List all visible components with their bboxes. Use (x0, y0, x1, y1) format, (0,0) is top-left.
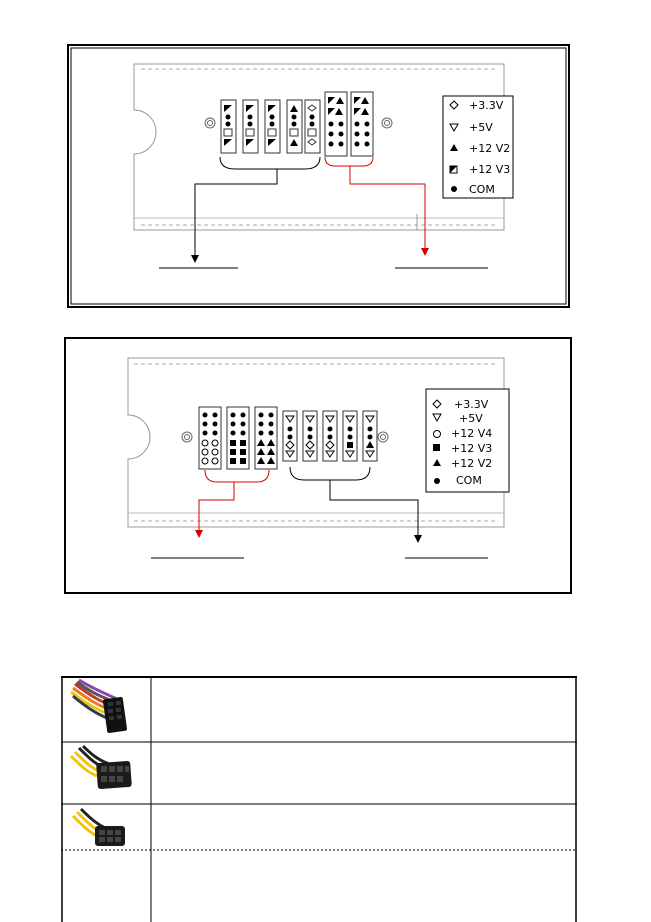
arrow-head-left (191, 255, 199, 263)
triangle-filled-icon (433, 459, 441, 466)
mount-hole-left-2 (181, 431, 193, 443)
panel-2-svg: +3.3V +5V +12 V4 +12 V3 +12 V2 COM (64, 337, 572, 594)
arrow-line-left (194, 169, 278, 257)
connector-8pin-2 (350, 91, 374, 157)
brace-left-group-2 (204, 469, 270, 483)
connector-single-1 (282, 410, 298, 462)
modular-panel-diagram-2: +3.3V +5V +12 V4 +12 V3 +12 V2 COM (64, 337, 572, 599)
brace-right-group (324, 156, 374, 167)
arrow-line-right-2 (329, 480, 419, 537)
circle-open-icon (433, 430, 441, 438)
eps-8pin-cable-icon (69, 744, 132, 789)
circle-filled-icon (451, 186, 457, 192)
atx-24pin-cable-icon (70, 678, 128, 733)
connector-single-3 (322, 410, 338, 462)
outer-frame-2 (64, 337, 572, 594)
legend-1-symbols (449, 100, 459, 192)
mount-hole-right (381, 117, 393, 129)
panel-outline-2 (127, 357, 505, 528)
legend-2-label-5: COM (456, 474, 482, 487)
mount-hole-left (204, 117, 216, 129)
pcie-6pin-cable-icon (71, 807, 125, 846)
triangle-open-down-icon (449, 123, 459, 133)
connector-table (61, 676, 577, 922)
connector-single-4 (342, 410, 358, 462)
inner-frame (70, 47, 567, 305)
legend-1-label-0: +3.3V (469, 99, 504, 112)
legend-2-label-3: +12 V3 (451, 442, 492, 455)
arrow-head-left-2 (195, 530, 203, 538)
arrow-line-left-2 (198, 482, 235, 532)
connector-5pin-1 (220, 99, 237, 154)
legend-2-label-0: +3.3V (454, 398, 489, 411)
legend-box-2 (425, 388, 510, 493)
diamond-open-icon (432, 399, 442, 409)
connector-single-2 (302, 410, 318, 462)
circle-filled-icon (434, 478, 440, 484)
connector-8pin-1 (324, 91, 348, 157)
brace-right-group-2 (289, 466, 371, 481)
legend-1-label-1: +5V (469, 121, 493, 134)
diamond-open-icon (449, 100, 459, 110)
square-filled-icon (433, 444, 440, 451)
connector-dual-2 (226, 406, 250, 470)
arrow-line-right (349, 166, 426, 250)
connector-dual-3 (254, 406, 278, 470)
connector-5pin-3 (264, 99, 281, 154)
arrow-head-right-2 (414, 535, 422, 543)
legend-2-label-2: +12 V4 (451, 427, 492, 440)
connector-single-5 (362, 410, 378, 462)
legend-1-label-4: COM (469, 183, 495, 196)
legend-2-symbols (432, 399, 442, 484)
brace-left-group (219, 156, 321, 170)
modular-panel-diagram-1: +3.3V +5V +12 V2 +12 V3 COM (67, 44, 570, 313)
connector-table-svg (61, 676, 577, 922)
legend-1-label-2: +12 V2 (469, 142, 510, 155)
panel-outline (133, 63, 505, 231)
arrow-head-right (421, 248, 429, 256)
mount-hole-right-2 (377, 431, 389, 443)
triangle-open-down-icon (432, 413, 442, 423)
connector-dual-1 (198, 406, 222, 470)
outer-frame (67, 44, 570, 308)
triangle-filled-icon (450, 144, 458, 151)
connector-5pin-5 (304, 99, 321, 154)
legend-1-label-3: +12 V3 (469, 163, 510, 176)
panel-1-svg: +3.3V +5V +12 V2 +12 V3 COM (67, 44, 570, 308)
connector-5pin-4 (286, 99, 303, 154)
connector-5pin-2 (242, 99, 259, 154)
legend-2-label-1: +5V (459, 412, 483, 425)
legend-2-label-4: +12 V2 (451, 457, 492, 470)
